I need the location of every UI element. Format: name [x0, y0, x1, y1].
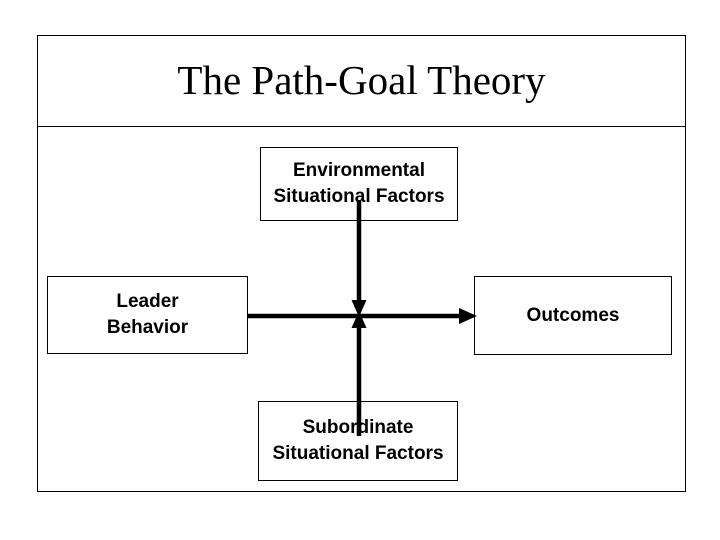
diagram-box-subordinate-label: Subordinate Situational Factors — [272, 415, 443, 467]
diagram-box-leader-behavior[interactable]: Leader Behavior — [47, 276, 248, 354]
page-title: The Path-Goal Theory — [177, 57, 546, 103]
diagram-box-outcomes-label: Outcomes — [527, 303, 620, 329]
diagram-box-outcomes[interactable]: Outcomes — [474, 276, 672, 355]
title-divider-line — [37, 126, 686, 127]
diagram-box-leader-behavior-label: Leader Behavior — [107, 289, 188, 341]
diagram-box-environmental-label: Environmental Situational Factors — [273, 158, 444, 210]
diagram-box-leader-behavior-line2: Behavior — [106, 317, 189, 338]
arrow-up-icon-subordinate-to-path — [351, 311, 367, 436]
arrow-down-icon-environmental-to-path — [351, 200, 367, 317]
diagram-box-subordinate-line2: Situational Factors — [272, 443, 444, 464]
diagram-box-leader-behavior-line1: Leader — [116, 291, 179, 312]
slide-frame-border — [37, 35, 686, 492]
diagram-box-environmental-line1: Environmental — [293, 160, 425, 181]
diagram-box-outcomes-line1: Outcomes — [526, 304, 620, 326]
diagram-box-environmental-line2: Situational Factors — [273, 186, 445, 207]
arrow-right-icon-leader-to-outcomes — [248, 308, 477, 324]
